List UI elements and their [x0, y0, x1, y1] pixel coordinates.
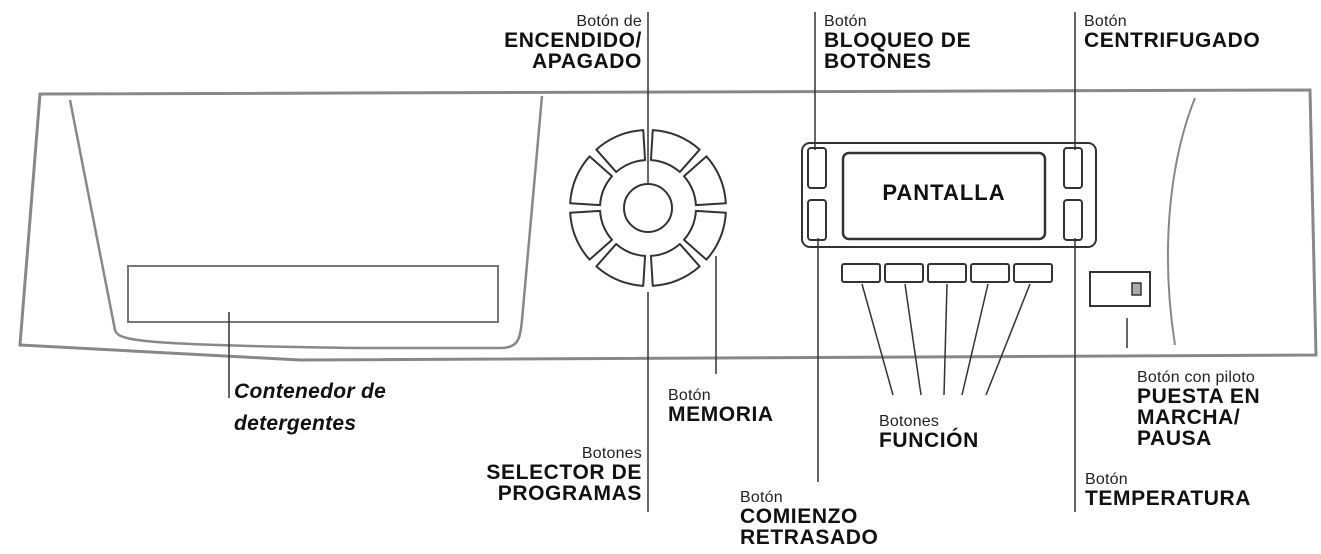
- program-selector-segment[interactable]: [682, 209, 727, 261]
- detergent-handle: [127, 265, 499, 323]
- label-function: Botones FUNCIÓN: [879, 413, 979, 452]
- function-button-1: [841, 263, 881, 283]
- label-program-selector: Botones SELECTOR DE PROGRAMAS: [486, 445, 642, 505]
- program-selector-segment[interactable]: [682, 155, 727, 207]
- power-button: [623, 183, 673, 233]
- display-label: PANTALLA: [882, 180, 1006, 205]
- function-button-5: [1013, 263, 1053, 283]
- display-housing: [801, 142, 1097, 248]
- leader-function-1: [861, 283, 894, 396]
- leader-function-3: [943, 283, 948, 396]
- program-selector-segment[interactable]: [595, 242, 647, 287]
- panel-outline: [18, 88, 1318, 362]
- label-temperature: Botón TEMPERATURA: [1085, 471, 1252, 510]
- function-buttons: [841, 263, 1053, 283]
- spin-button: [1063, 147, 1083, 189]
- function-button-2: [884, 263, 924, 283]
- function-button-3: [927, 263, 967, 283]
- program-selector-dial: [569, 129, 727, 287]
- leader-function-4: [961, 283, 989, 396]
- leader-function-2: [904, 283, 922, 396]
- leader-function-5: [985, 283, 1031, 396]
- panel-inner-curve: [1166, 97, 1196, 346]
- label-lock: Botón BLOQUEO DE BOTONES: [824, 13, 972, 73]
- program-selector-segment[interactable]: [569, 155, 614, 207]
- start-pause-pilot-light: [1131, 282, 1142, 296]
- function-button-4: [970, 263, 1010, 283]
- lock-button: [807, 147, 827, 189]
- display-screen: [841, 151, 1047, 241]
- program-selector-segment[interactable]: [595, 129, 647, 174]
- temperature-button: [1063, 199, 1083, 241]
- program-selector-segment[interactable]: [649, 242, 701, 287]
- label-power: Botón de ENCENDIDO/ APAGADO: [504, 13, 642, 73]
- program-selector-segment[interactable]: [569, 209, 614, 261]
- program-selector-segment[interactable]: [649, 129, 701, 174]
- label-detergent: Contenedor de detergentes: [234, 380, 387, 435]
- leader-lines: [228, 12, 1128, 512]
- label-delay-start: Botón COMIENZO RETRASADO: [740, 489, 879, 549]
- label-start-pause: Botón con piloto PUESTA EN MARCHA/ PAUSA: [1137, 369, 1261, 450]
- label-spin: Botón CENTRIFUGADO: [1084, 13, 1261, 52]
- detergent-drawer: [68, 95, 544, 350]
- delay-button: [807, 199, 827, 241]
- label-memory: Botón MEMORIA: [668, 387, 774, 426]
